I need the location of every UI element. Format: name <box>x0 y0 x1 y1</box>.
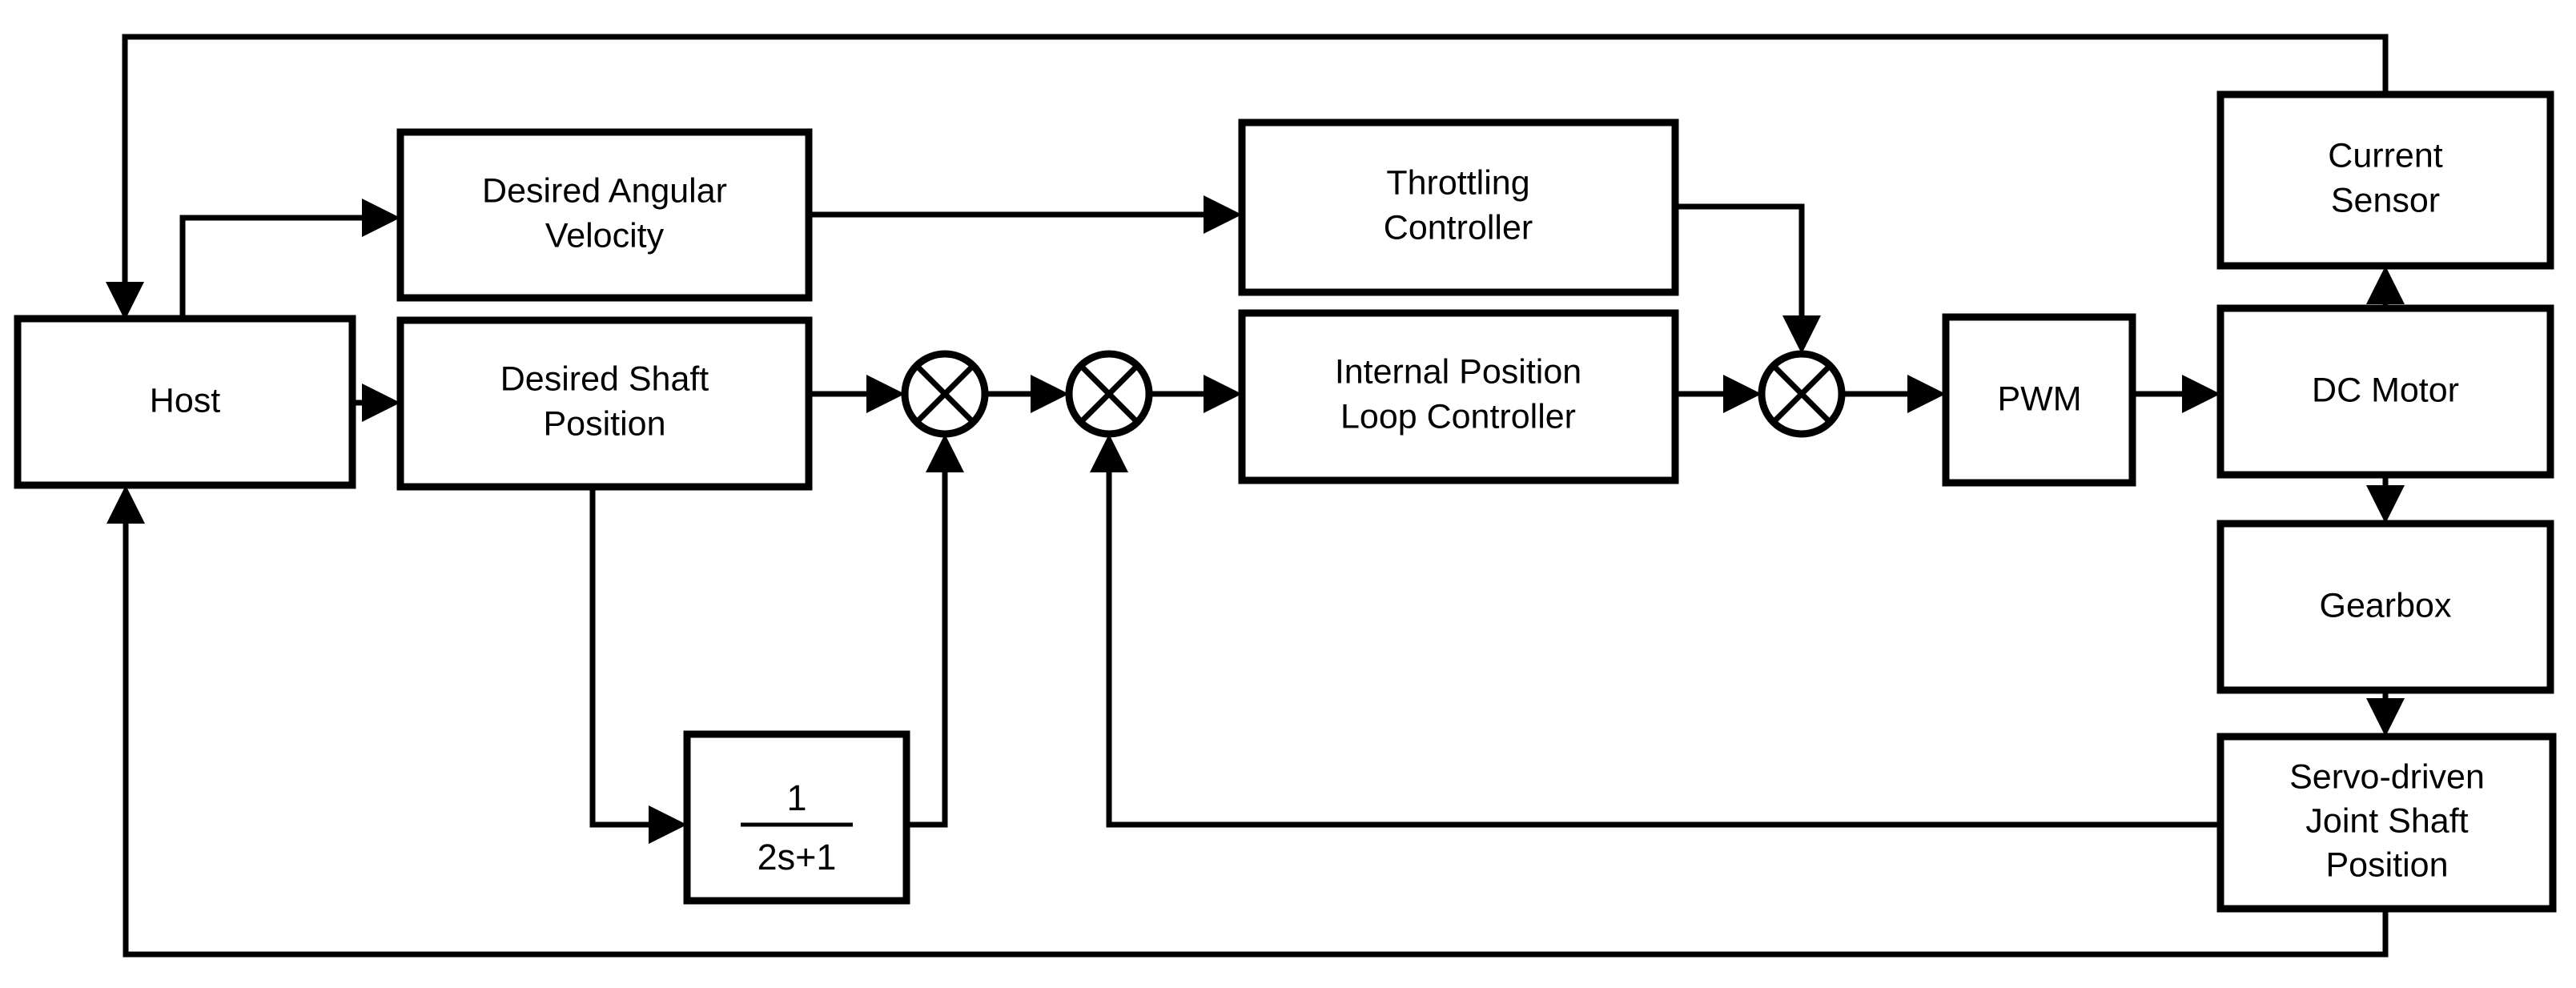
arrow-head-icon <box>1782 315 1821 354</box>
wire-current-sensor-to-host <box>106 34 2389 320</box>
arrow-head-icon <box>1907 375 1946 413</box>
block-servo-joint-shaft-position[interactable]: Servo-driven Joint Shaft Position <box>2216 733 2557 913</box>
block-pwm-rect[interactable] <box>1942 313 2136 487</box>
block-dc-motor-label: DC Motor <box>2312 371 2459 409</box>
arrow-head-icon <box>106 485 145 524</box>
cross-icon <box>914 363 975 424</box>
arrow-head-icon <box>362 384 400 422</box>
block-desired-shaft-position[interactable]: Desired Shaft Position <box>396 316 813 491</box>
block-throttling-controller-label-line1: Throttling <box>1386 163 1529 202</box>
arrow-head-icon <box>2366 698 2405 737</box>
block-servo-joint-shaft-position-label-line1: Servo-driven <box>2289 757 2485 796</box>
block-internal-position-loop-controller[interactable]: Internal Position Loop Controller <box>1238 309 1679 484</box>
block-internal-position-loop-controller-label-line2: Loop Controller <box>1340 397 1576 436</box>
wire-lag-filter-to-sum-1 <box>906 434 964 828</box>
block-host[interactable]: Host <box>14 315 356 489</box>
block-gearbox-label: Gearbox <box>2320 586 2452 625</box>
arrow-head-icon <box>649 805 687 844</box>
block-desired-angular-velocity-label-line2: Velocity <box>545 216 665 255</box>
wire-desired-shaft-position-to-lag-filter <box>589 487 687 844</box>
wire-internal-position-loop-controller-to-sum-3 <box>1675 375 1762 413</box>
cross-icon <box>1771 363 1832 424</box>
block-lag-filter[interactable]: 1 2s+1 <box>683 730 910 905</box>
block-throttling-controller-label-line2: Controller <box>1384 208 1533 247</box>
block-host-rect[interactable] <box>14 315 356 489</box>
wire-sum-2-to-internal-position-loop-controller <box>1149 375 1242 413</box>
block-desired-angular-velocity[interactable]: Desired Angular Velocity <box>396 128 813 302</box>
arrow-head-icon <box>1204 195 1242 234</box>
block-dc-motor[interactable]: DC Motor <box>2216 304 2554 479</box>
wire-host-to-desired-shaft-position <box>352 384 400 422</box>
arrow-head-icon <box>1723 375 1762 413</box>
wire-pwm-to-dc-motor <box>2132 375 2220 413</box>
block-host-label: Host <box>150 381 220 420</box>
block-servo-joint-shaft-position-label-line2: Joint Shaft <box>2305 801 2468 840</box>
arrow-head-icon <box>2366 485 2405 524</box>
block-current-sensor[interactable]: Current Sensor <box>2216 90 2554 270</box>
block-throttling-controller[interactable]: Throttling Controller <box>1238 118 1679 296</box>
block-current-sensor-label-line2: Sensor <box>2331 181 2440 219</box>
block-lag-filter-rect[interactable] <box>683 730 910 905</box>
block-internal-position-loop-controller-label-line1: Internal Position <box>1335 352 1581 391</box>
block-desired-angular-velocity-rect[interactable] <box>396 128 813 302</box>
block-current-sensor-rect[interactable] <box>2216 90 2554 270</box>
wire-dc-motor-to-gearbox <box>2366 475 2405 524</box>
arrow-head-icon <box>2182 375 2220 413</box>
block-dc-motor-rect[interactable] <box>2216 304 2554 479</box>
wire-servo-joint-shaft-position-to-host <box>106 485 2389 958</box>
block-servo-joint-shaft-position-label-line3: Position <box>2326 845 2449 884</box>
block-desired-shaft-position-label-line2: Position <box>544 404 666 443</box>
wire-servo-joint-shaft-position-to-sum-2 <box>1090 434 2220 828</box>
arrow-head-icon <box>2366 266 2405 304</box>
block-gearbox-rect[interactable] <box>2216 520 2554 694</box>
block-throttling-controller-rect[interactable] <box>1238 118 1679 296</box>
wire-dc-motor-to-current-sensor <box>2366 266 2405 308</box>
block-desired-shaft-position-label-line1: Desired Shaft <box>500 359 709 398</box>
wire-gearbox-to-servo-joint-shaft-position <box>2366 690 2405 737</box>
arrow-head-icon <box>866 375 905 413</box>
arrow-head-icon <box>926 434 964 472</box>
wire-desired-angular-velocity-to-throttling-controller <box>809 195 1242 234</box>
lag-filter-numerator: 1 <box>786 777 806 818</box>
cross-icon <box>1079 363 1139 424</box>
wire-sum-1-to-sum-2 <box>985 375 1069 413</box>
summing-junction-3[interactable] <box>1758 350 1846 438</box>
block-internal-position-loop-controller-rect[interactable] <box>1238 309 1679 484</box>
wire-throttling-controller-to-sum-3 <box>1675 203 1821 354</box>
summing-junction-1[interactable] <box>901 350 989 438</box>
arrow-head-icon <box>1031 375 1069 413</box>
wire-desired-shaft-position-to-sum-1 <box>809 375 905 413</box>
block-gearbox[interactable]: Gearbox <box>2216 520 2554 694</box>
block-desired-angular-velocity-label-line1: Desired Angular <box>482 171 727 210</box>
wire-host-to-desired-angular-velocity <box>179 199 400 319</box>
arrow-head-icon <box>1204 375 1242 413</box>
arrow-head-icon <box>362 199 400 237</box>
arrow-head-icon <box>1090 434 1128 472</box>
summing-junction-2[interactable] <box>1065 350 1153 438</box>
block-desired-shaft-position-rect[interactable] <box>396 316 813 491</box>
arrow-head-icon <box>106 282 144 320</box>
block-pwm-label: PWM <box>1997 380 2081 418</box>
block-pwm[interactable]: PWM <box>1942 313 2136 487</box>
wires-layer <box>106 34 2405 958</box>
lag-filter-denominator: 2s+1 <box>758 837 837 878</box>
wire-sum-3-to-pwm <box>1842 375 1946 413</box>
block-servo-joint-shaft-position-rect[interactable] <box>2216 733 2557 913</box>
block-current-sensor-label-line1: Current <box>2328 136 2442 175</box>
